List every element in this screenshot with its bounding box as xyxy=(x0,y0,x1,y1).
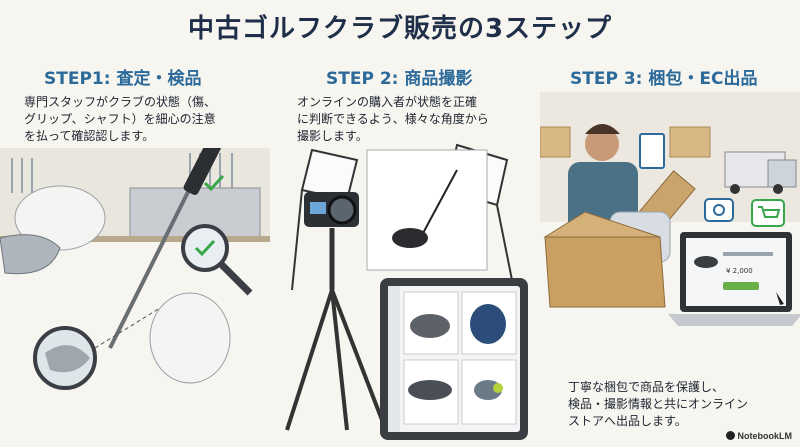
step1-illustration xyxy=(0,148,270,390)
laptop-price: ¥ 2,000 xyxy=(726,267,753,275)
step3-illustration xyxy=(540,92,800,326)
page-title: 中古ゴルフクラブ販売の3ステップ xyxy=(187,14,613,44)
clipboard-icon xyxy=(639,133,665,169)
cursor-icon xyxy=(776,292,784,305)
step2-description: オンラインの購入者が状態を正確 に判断できるよう、様々な角度から 撮影します。 xyxy=(297,95,489,143)
step2-heading: STEP 2: 商品撮影 xyxy=(326,69,473,89)
camera-screen-icon xyxy=(310,202,326,214)
step2-illustration xyxy=(285,143,528,440)
step1-heading: STEP1: 査定・検品 xyxy=(44,69,202,89)
step3-heading: STEP 3: 梱包・EC出品 xyxy=(570,69,758,89)
step3-description: 丁寧な梱包で商品を保護し、 検品・撮影情報と共にオンライン ストアへ出品します。 xyxy=(568,380,749,428)
camera-icon xyxy=(704,198,734,222)
check-icon xyxy=(203,174,225,192)
brand-label: NotebookLM xyxy=(737,431,793,441)
shopping-cart-icon xyxy=(751,199,785,227)
step1-description: 専門スタッフがクラブの状態（傷、 グリップ、シャフト）を細心の注意 を払って確認… xyxy=(24,95,217,143)
notebooklm-logo: NotebookLM xyxy=(725,431,793,441)
